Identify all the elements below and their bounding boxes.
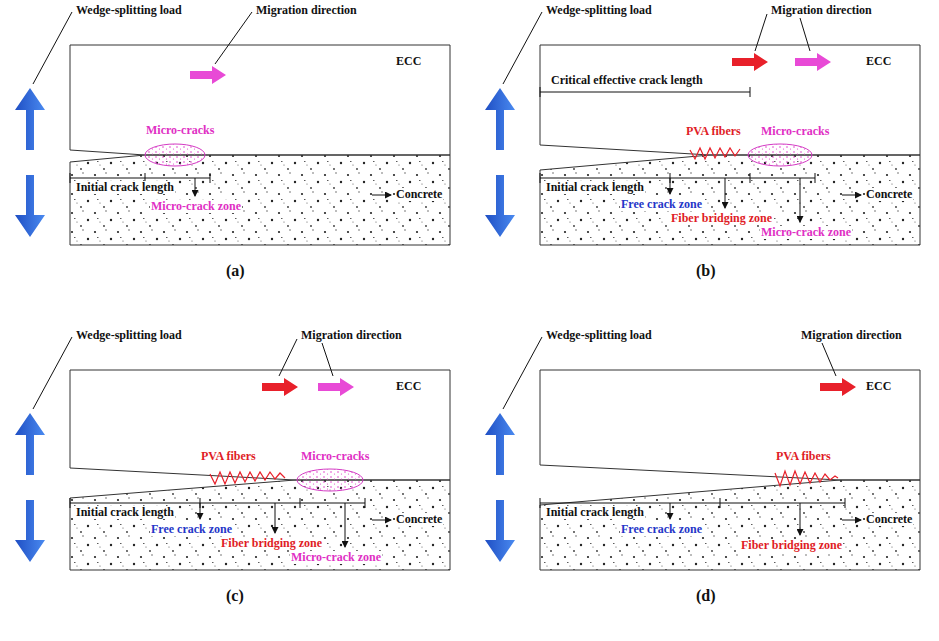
material-label: Concrete [395, 188, 443, 201]
material-label: Concrete [865, 513, 913, 526]
panel-caption: (c) [225, 587, 245, 605]
zone-label: Micro-crack zone [150, 200, 242, 213]
material-label: ECC [865, 55, 892, 68]
zone-label: Micro-crack zone [290, 551, 382, 564]
dimension-label: Critical effective crack length [550, 74, 704, 87]
crack-label: Micro-cracks [145, 124, 215, 137]
fiber-label: PVA fibers [775, 450, 832, 463]
panel-caption: (a) [225, 262, 246, 280]
load-label: Wedge-splitting load [75, 4, 183, 17]
dimension-label: Initial crack length [545, 506, 645, 519]
zone-label: Free crack zone [150, 523, 233, 536]
material-label: ECC [395, 380, 422, 393]
fiber-label: PVA fibers [685, 125, 742, 138]
material-label: ECC [395, 55, 422, 68]
dimension-label: Initial crack length [545, 181, 645, 194]
zone-label: Free crack zone [620, 523, 703, 536]
dimension-label: Initial crack length [75, 506, 175, 519]
fiber-label: PVA fibers [200, 450, 257, 463]
material-label: Concrete [865, 188, 913, 201]
zone-label: Free crack zone [620, 198, 703, 211]
load-label: Wedge-splitting load [75, 329, 183, 342]
direction-label: Migration direction [770, 4, 873, 17]
load-label: Wedge-splitting load [545, 329, 653, 342]
direction-label: Migration direction [300, 329, 403, 342]
crack-label: Micro-cracks [300, 450, 370, 463]
crack-label: Micro-cracks [760, 125, 830, 138]
direction-label: Migration direction [255, 4, 358, 17]
zone-label: Fiber bridging zone [740, 539, 843, 552]
panel-caption: (b) [695, 262, 717, 280]
material-label: ECC [865, 380, 892, 393]
zone-label: Micro-crack zone [760, 226, 852, 239]
zone-label: Fiber bridging zone [670, 212, 773, 225]
material-label: Concrete [395, 513, 443, 526]
dimension-label: Initial crack length [75, 181, 175, 194]
zone-label: Fiber bridging zone [220, 537, 323, 550]
direction-label: Migration direction [800, 329, 903, 342]
load-label: Wedge-splitting load [545, 4, 653, 17]
panel-caption: (d) [695, 587, 717, 605]
